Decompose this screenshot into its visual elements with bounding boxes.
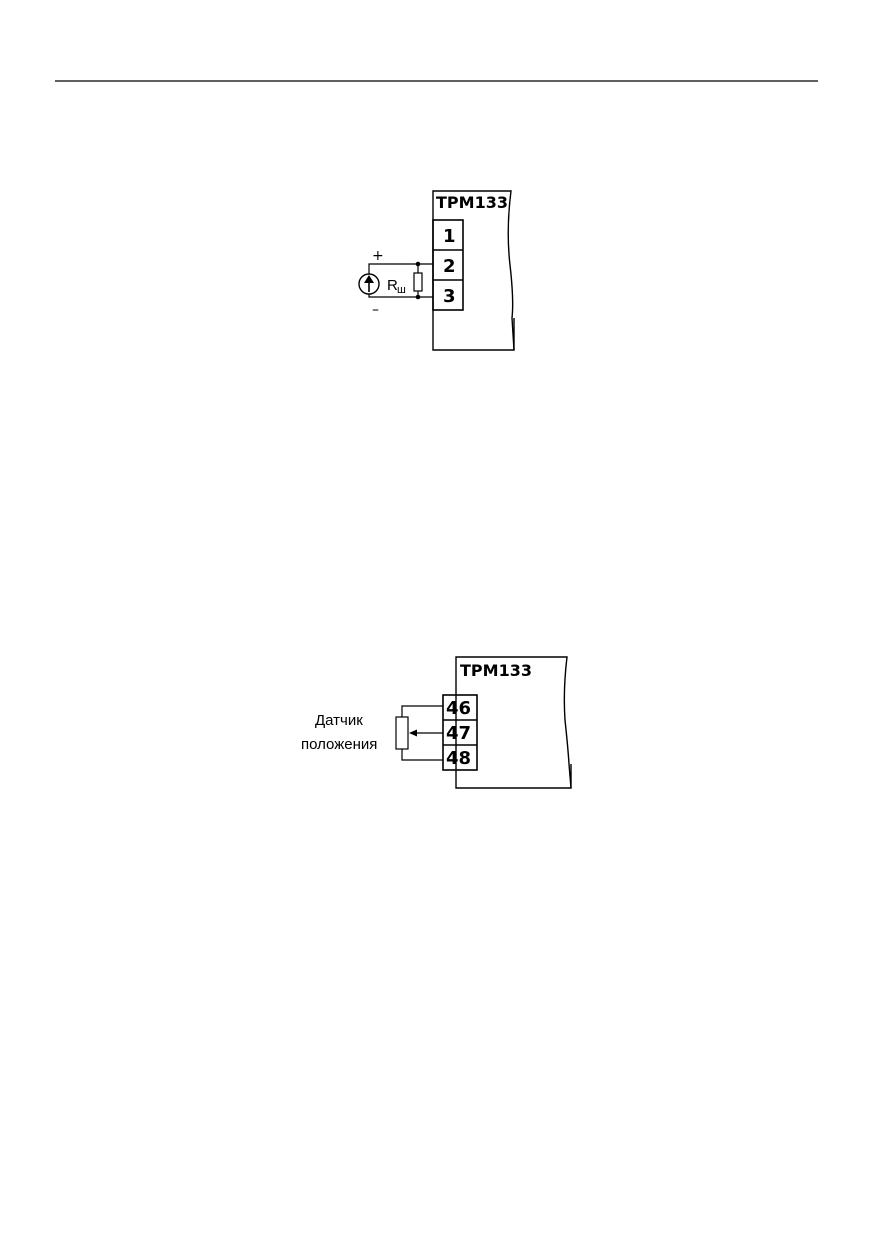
terminal-1: 1 <box>443 226 456 247</box>
terminal-3: 3 <box>443 286 456 307</box>
junction-dot <box>415 294 421 300</box>
diagram-current-input: ТРМ133 1 2 3 R ш + – <box>358 190 515 351</box>
device-label: ТРМ133 <box>436 193 508 212</box>
wire-46 <box>401 705 443 717</box>
terminal-block <box>432 219 464 311</box>
device-outline <box>432 190 515 351</box>
device-label: ТРМ133 <box>460 661 532 680</box>
wire-48 <box>401 749 443 761</box>
terminal-48: 48 <box>446 748 471 769</box>
device-outline <box>455 656 572 789</box>
wire-plus <box>368 263 433 276</box>
terminal-46: 46 <box>446 698 471 719</box>
current-source-icon <box>358 273 380 295</box>
terminal-2: 2 <box>443 256 456 277</box>
plus-sign: + <box>372 248 384 264</box>
minus-sign: – <box>372 302 379 318</box>
diagram-position-sensor: ТРМ133 46 47 48 Датчик положения <box>301 656 572 789</box>
resistor-label: R <box>387 277 398 294</box>
sensor-label-line1: Датчик <box>315 712 363 729</box>
terminal-47: 47 <box>446 723 471 744</box>
resistor-subscript: ш <box>397 284 406 296</box>
sensor-label-line2: положения <box>301 736 377 753</box>
junction-dot <box>415 261 421 267</box>
shunt-resistor-icon <box>413 272 423 292</box>
potentiometer-icon <box>395 716 417 750</box>
